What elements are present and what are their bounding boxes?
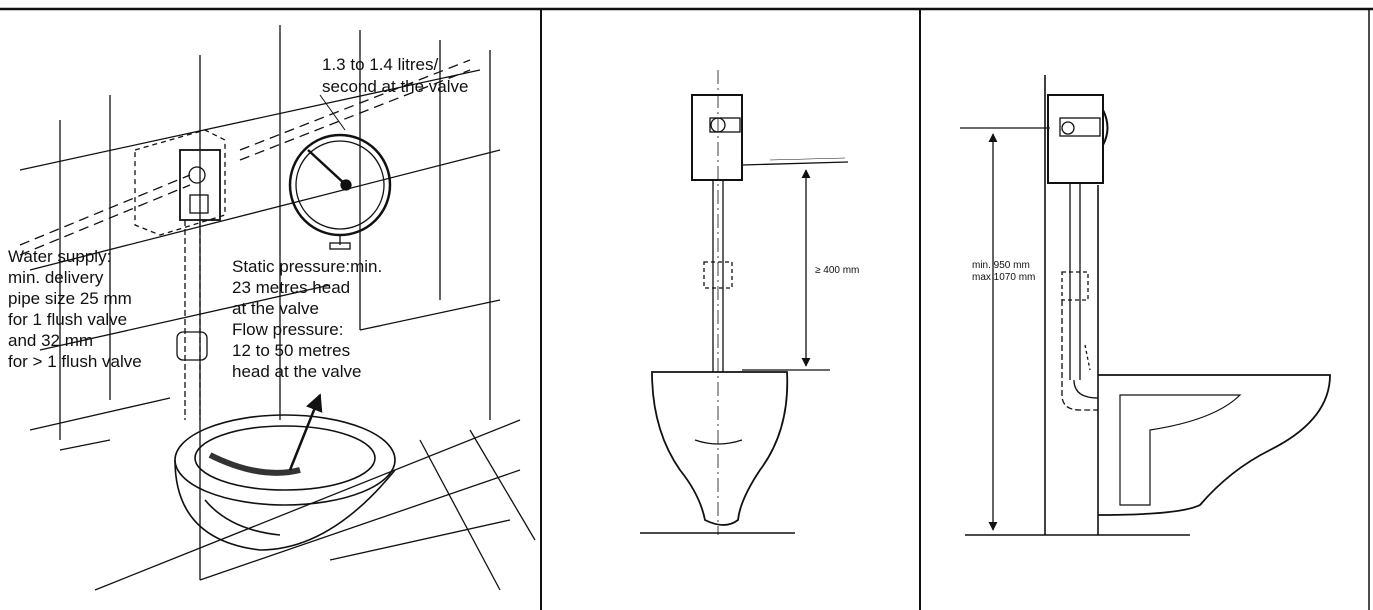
perspective-panel [19,25,536,591]
front-height-label: ≥ 400 mm [815,265,859,276]
wc-bowl-perspective [174,393,396,551]
riser-pipe [176,220,208,420]
wall-pipe [19,59,471,256]
water-supply-label: Water supply: min. delivery pipe size 25… [8,247,142,371]
pressure-gauge [288,133,392,250]
pressure-label: Static pressure:min. 23 metres head at t… [232,257,387,381]
perspective-labels: 1.3 to 1.4 litres/ second at the valve W… [8,55,468,381]
frame [0,7,1373,610]
valve-box [134,129,226,236]
front-view-panel [640,70,849,535]
side-height-label: min. 950 mm max 1070 mm [972,260,1035,283]
wall-tiles [19,25,536,591]
side-view-panel [960,75,1331,536]
flow-rate-label: 1.3 to 1.4 litres/ second at the valve [322,55,468,96]
